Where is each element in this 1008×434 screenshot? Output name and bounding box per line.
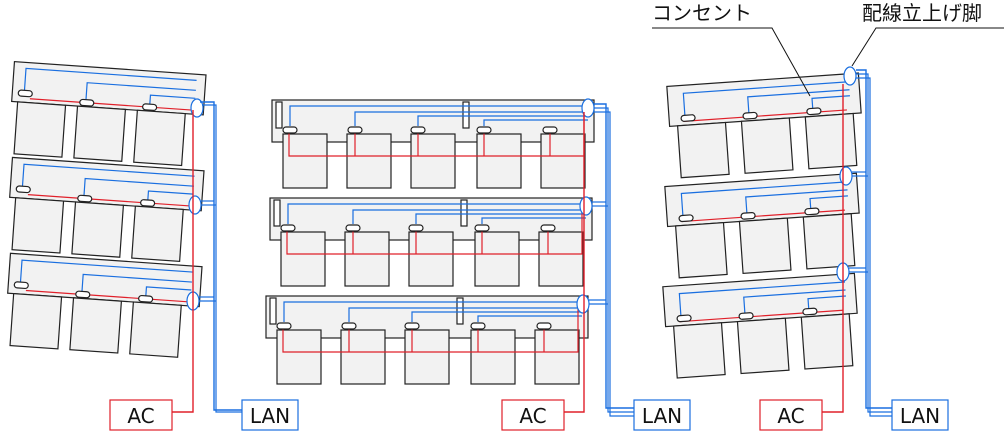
ac-label: AC [519, 404, 546, 428]
ac-label: AC [127, 404, 154, 428]
lan-box-right: LAN [891, 399, 949, 431]
desk-row [9, 156, 205, 263]
callout-outlet-label: コンセント [652, 1, 752, 25]
callout-riser-label: 配線立上げ脚 [862, 1, 982, 25]
desk-row [7, 252, 203, 358]
callout-outlet: コンセント [652, 1, 811, 97]
ac-label: AC [777, 404, 804, 428]
desk-row [666, 72, 862, 179]
lan-label: LAN [250, 404, 290, 428]
lan-box-center: LAN [633, 399, 691, 431]
lan-box-left: LAN [241, 399, 299, 431]
ac-box-right: AC [759, 399, 823, 431]
desk-group-right [662, 66, 892, 417]
desk-group-center [265, 98, 634, 417]
callout-riser: 配線立上げ脚 [851, 1, 1004, 67]
ac-box-center: AC [501, 399, 565, 431]
desk-group-left [7, 60, 242, 413]
desk-row [11, 60, 207, 167]
lan-label: LAN [900, 404, 940, 428]
lan-label: LAN [642, 404, 682, 428]
ac-box-left: AC [109, 399, 173, 431]
desk-row [664, 172, 860, 279]
desk-row [662, 272, 858, 379]
